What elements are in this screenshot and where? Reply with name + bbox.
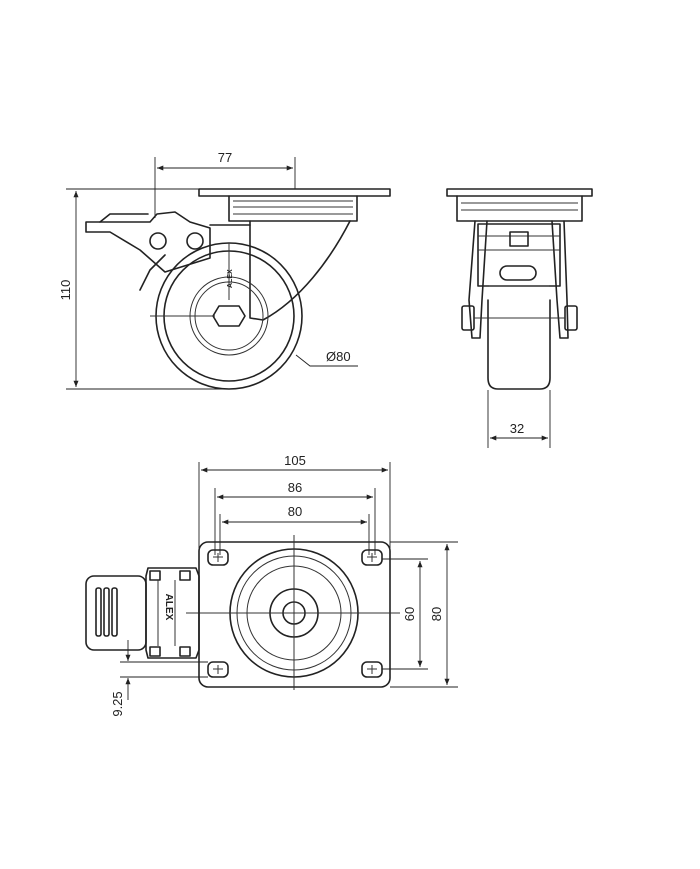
mounting-holes: [207, 549, 383, 678]
front-axle-nut-left: [461, 305, 475, 331]
front-view: 32: [446, 188, 593, 448]
dim-plate-width: 80: [429, 607, 444, 621]
side-fork: [249, 220, 351, 321]
side-view: ALEX 77 110 Ø80: [58, 150, 391, 390]
front-top-plate: [446, 188, 593, 197]
dim-hole-spacing-inner: 80: [288, 504, 302, 519]
side-brake-lever: [85, 211, 211, 291]
dim-hole-diameter: 9.25: [110, 691, 125, 716]
dim-offset: 77: [218, 150, 232, 165]
top-brand-label: ALEX: [163, 594, 174, 621]
side-top-plate: [198, 188, 391, 197]
dim-hole-spacing-width: 60: [402, 607, 417, 621]
dim-plate-length: 105: [284, 453, 306, 468]
front-fork-left: [468, 220, 488, 339]
front-fork-right: [551, 220, 569, 339]
top-brake-pedal: ALEX: [85, 567, 200, 659]
side-swivel-bearing: [228, 195, 358, 222]
side-wheel: [150, 242, 303, 390]
dim-wheel-width: 32: [510, 421, 524, 436]
front-brake-housing: [477, 223, 561, 287]
dim-wheel-diameter: Ø80: [326, 349, 351, 364]
dim-hole-spacing-outer: 86: [288, 480, 302, 495]
top-view: ALEX 105 86 80 80 60 9.25: [85, 453, 458, 717]
side-brand-label: ALEX: [227, 269, 234, 288]
front-wheel: [487, 299, 551, 390]
dim-height: 110: [58, 280, 73, 301]
axle-nut: [212, 305, 246, 327]
